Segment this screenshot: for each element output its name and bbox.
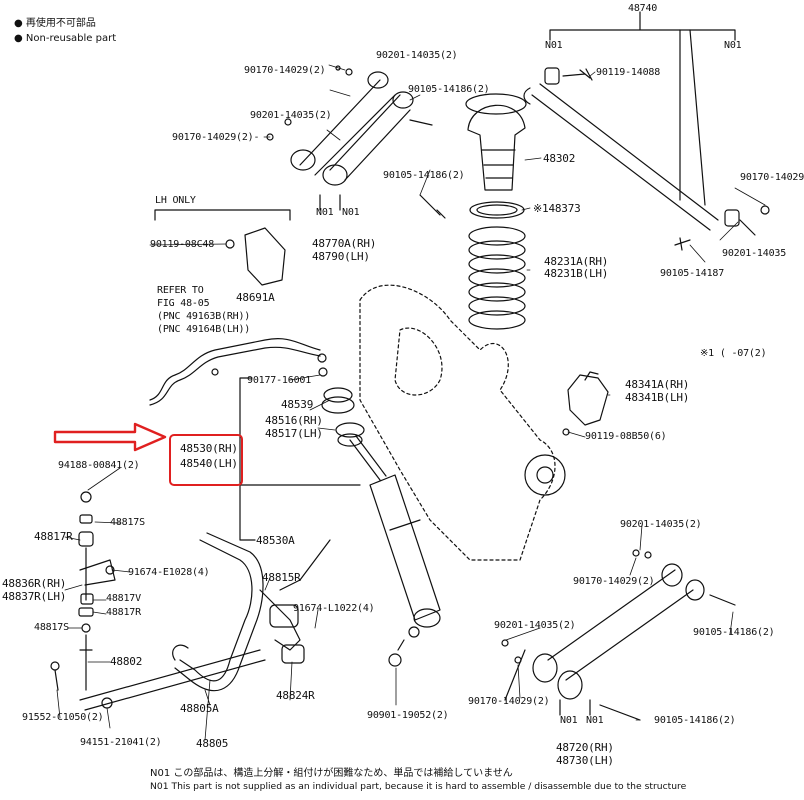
part-48837r[interactable]: 48837R(LH) (2, 590, 67, 603)
spring-seat-48373 (469, 201, 525, 219)
footer-note-en: N01 This part is not supplied as an indi… (150, 781, 687, 792)
part-48720[interactable]: 48720(RH) (556, 741, 614, 754)
part-48817r[interactable]: 48817R (34, 530, 73, 543)
part-48817v[interactable]: 48817V (106, 593, 141, 604)
part-48817r[interactable]: 48817R (106, 607, 141, 618)
part-48341a[interactable]: 48341A(RH) (625, 378, 690, 391)
part-90170-14029[interactable]: 90170-14029(2) (468, 696, 550, 707)
part-91674-e1028[interactable]: 91674-E1028(4) (128, 567, 210, 578)
lower-arm-48720 (501, 549, 736, 721)
part-90105-14186[interactable]: 90105-14186(2) (693, 627, 775, 638)
refer-pnc-lh: (PNC 49164B(LH)) (157, 324, 251, 335)
part-48530[interactable]: 48530(RH) (180, 442, 238, 455)
part-48805[interactable]: 48805 (196, 737, 229, 750)
n01-label: N01 (316, 207, 334, 218)
shock-absorber-48530 (239, 367, 441, 667)
n01-label: N01 (586, 715, 604, 726)
part-48817s[interactable]: 48817S (110, 517, 145, 528)
part-48815r[interactable]: 48815R (262, 571, 301, 584)
part-48824r[interactable]: 48824R (276, 689, 315, 702)
part-48790[interactable]: 48790(LH) (312, 250, 370, 263)
coil-spring-48231 (468, 226, 526, 330)
part-90201-14035[interactable]: 90201-14035(2) (620, 519, 702, 530)
part-90201-14035[interactable]: 90201-14035(2) (250, 110, 332, 121)
part-48817s[interactable]: 48817S (34, 622, 69, 633)
part-90201-14035[interactable]: 90201-14035(2) (376, 50, 458, 61)
note-1: ※1 ( -07(2) (700, 348, 767, 359)
n01-label: N01 (560, 715, 578, 726)
part-48231a[interactable]: 48231A(RH) (544, 255, 609, 268)
part-90901-19052[interactable]: 90901-19052(2) (367, 710, 449, 721)
part-48516[interactable]: 48516(RH) (265, 414, 323, 427)
part-94188-00841[interactable]: 94188-00841(2) (58, 460, 140, 471)
refer-pnc-rh: (PNC 49163B(RH)) (157, 311, 251, 322)
stabilizer-bar-48805 (79, 532, 305, 711)
footer-note-jp: N01 この部品は、構造上分解・組付けが困難なため、単品では補給していません (150, 768, 513, 779)
upper-arm-48770a (266, 65, 446, 219)
part-48517[interactable]: 48517(LH) (265, 427, 323, 440)
part-48373[interactable]: ※148373 (533, 202, 581, 215)
highlight-arrow (53, 422, 167, 452)
legend-en: ● Non-reusable part (14, 33, 117, 44)
refer-note: REFER TO (157, 285, 204, 296)
n01-label: N01 (724, 40, 742, 51)
part-48231b[interactable]: 48231B(LH) (544, 267, 609, 280)
part-48805a[interactable]: 48805A (180, 702, 219, 715)
legend-jp: ● 再使用不可部品 (14, 18, 96, 29)
part-48691a[interactable]: 48691A (236, 291, 275, 304)
lateral-rod-48740 (523, 11, 770, 251)
bracket-48341a (562, 371, 609, 436)
part-90170-14029[interactable]: 90170-14029(2) (573, 576, 655, 587)
part-90119-14088[interactable]: 90119-14088 (596, 67, 661, 78)
n01-label: N01 (342, 207, 360, 218)
part-48802[interactable]: 48802 (110, 655, 143, 668)
part-48530a[interactable]: 48530A (256, 534, 295, 547)
n01-label: N01 (545, 40, 563, 51)
part-48770a[interactable]: 48770A(RH) (312, 237, 377, 250)
part-48730[interactable]: 48730(LH) (556, 754, 614, 767)
part-90201-14035[interactable]: 90201-14035(2) (494, 620, 576, 631)
part-90105-14187[interactable]: 90105-14187 (660, 268, 725, 279)
part-48302[interactable]: 48302 (543, 152, 576, 165)
part-48836r[interactable]: 48836R(RH) (2, 577, 67, 590)
part-90119-08c48[interactable]: 90119-08C48 (150, 239, 215, 250)
brake-hose (149, 338, 327, 406)
part-91552-c1050[interactable]: 91552-C1050(2) (22, 712, 104, 723)
part-48341b[interactable]: 48341B(LH) (625, 391, 690, 404)
part-90119-08b50[interactable]: 90119-08B50(6) (585, 431, 667, 442)
part-91674-l1022[interactable]: 91674-L1022(4) (293, 603, 375, 614)
part-90105-14186[interactable]: 90105-14186(2) (383, 170, 465, 181)
part-94151-21041[interactable]: 94151-21041(2) (80, 737, 162, 748)
wheel-hub (524, 454, 566, 496)
part-90170-14029[interactable]: 90170-14029(2)- (172, 132, 260, 143)
axle-housing (359, 284, 556, 561)
lh-only-label: LH ONLY (155, 195, 196, 206)
refer-fig[interactable]: FIG 48-05 (157, 298, 210, 309)
part-48540[interactable]: 48540(LH) (180, 457, 238, 470)
part-90105-14186[interactable]: 90105-14186(2) (408, 84, 490, 95)
part-90105-14186[interactable]: 90105-14186(2) (654, 715, 736, 726)
part-48740[interactable]: 48740 (628, 3, 658, 14)
bump-stop-48302 (465, 93, 527, 191)
leader-lines (56, 64, 766, 741)
part-48539[interactable]: 48539 (281, 398, 314, 411)
part-90170-14029[interactable]: 90170-14029(2) (244, 65, 326, 76)
part-90177-16001[interactable]: 90177-16001 (247, 375, 312, 386)
part-90170-14029[interactable]: 90170-14029 (740, 172, 804, 183)
part-90201-14035[interactable]: 90201-14035 (722, 248, 787, 259)
highlight-box (169, 434, 243, 486)
